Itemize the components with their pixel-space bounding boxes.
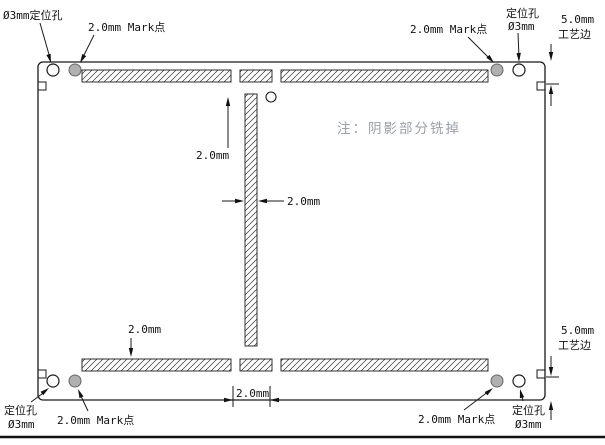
leader-arrow-icon: [486, 54, 494, 63]
edge-notch-right-top: [536, 81, 545, 91]
milling-note: 注：阴影部分铣掉: [337, 121, 461, 137]
leader-arrow-icon: [40, 388, 49, 396]
leader-arrow-icon: [78, 389, 84, 399]
edge-notch-right-bottom: [536, 369, 545, 379]
positioning-hole-bottom-left: [46, 374, 60, 388]
leader-arrow-icon: [80, 54, 87, 63]
positioning-hole-bottom-right: [512, 374, 526, 388]
dim-arrow-icon: [128, 348, 134, 357]
callout-top-right-hole-line1: 定位孔: [506, 6, 539, 20]
leader-top-right-mark: [467, 36, 491, 60]
bottom-slot-right: [280, 358, 489, 372]
callout-bottom-left-mark: 2.0mm Mark点: [57, 414, 134, 427]
dim-text-top-slot: 2.0mm: [196, 149, 229, 162]
dim-arrow-icon: [225, 97, 231, 106]
leader-arrow-icon: [519, 389, 525, 399]
bottom-slot-center: [239, 358, 273, 372]
dim-arrow-icon: [548, 85, 554, 94]
callout-bottom-right-hole-line1: 定位孔: [512, 403, 545, 417]
callout-bottom-right-rail-line1: 5.0mm: [561, 324, 594, 337]
leader-top-left-hole: [39, 22, 51, 59]
mark-point-bottom-right: [490, 374, 504, 388]
callout-top-right-rail-line2: 工艺边: [558, 28, 591, 41]
dim-arrow-icon: [548, 52, 554, 61]
mark-point-bottom-left: [68, 374, 82, 388]
callout-bottom-right-mark: 2.0mm Mark点: [418, 413, 495, 426]
dim-arrow-icon: [548, 367, 554, 376]
callout-top-left-hole: Ø3mm定位孔: [3, 8, 63, 22]
callout-bottom-right-hole-line2: Ø3mm: [515, 418, 542, 431]
mark-point-top-right: [490, 63, 504, 77]
callout-top-right-mark: 2.0mm Mark点: [410, 23, 487, 36]
callout-top-left-mark: 2.0mm Mark点: [88, 21, 165, 34]
callout-top-right-rail-line1: 5.0mm: [561, 13, 594, 26]
dim-text-bottom-slot: 2.0mm: [128, 323, 161, 336]
mark-point-top-left: [68, 63, 82, 77]
callout-bottom-left-hole-line1: 定位孔: [4, 403, 37, 417]
top-slot-left: [81, 69, 232, 83]
top-slot-center: [239, 69, 273, 83]
positioning-hole-top-left: [46, 63, 60, 77]
dim-text-center-slot-bottom: 2.0mm: [236, 387, 269, 400]
callout-bottom-left-hole-line2: Ø3mm: [8, 418, 35, 431]
dim-arrow-icon: [270, 397, 279, 403]
dim-text-center-slot: 2.0mm: [287, 195, 320, 208]
panel-outline: [37, 61, 546, 401]
dim-arrow-icon: [235, 198, 244, 204]
edge-notch-left-top: [38, 81, 47, 91]
leader-arrow-icon: [484, 388, 493, 396]
leader-bottom-right-mark: [463, 390, 490, 411]
callout-top-right-hole-line2: Ø3mm: [508, 20, 535, 33]
tooling-hole: [265, 91, 277, 103]
leader-arrow-icon: [46, 53, 51, 63]
dim-arrow-icon: [548, 401, 554, 410]
callout-bottom-right-rail-line2: 工艺边: [558, 339, 591, 352]
edge-notch-left-bottom: [38, 369, 47, 379]
dim-arrow-icon: [224, 397, 233, 403]
bottom-slot-left: [81, 358, 232, 372]
positioning-hole-top-right: [512, 63, 526, 77]
top-slot-right: [280, 69, 489, 83]
leader-arrow-icon: [516, 52, 521, 62]
dim-arrow-icon: [258, 198, 267, 204]
vertical-center-slot: [244, 93, 258, 347]
